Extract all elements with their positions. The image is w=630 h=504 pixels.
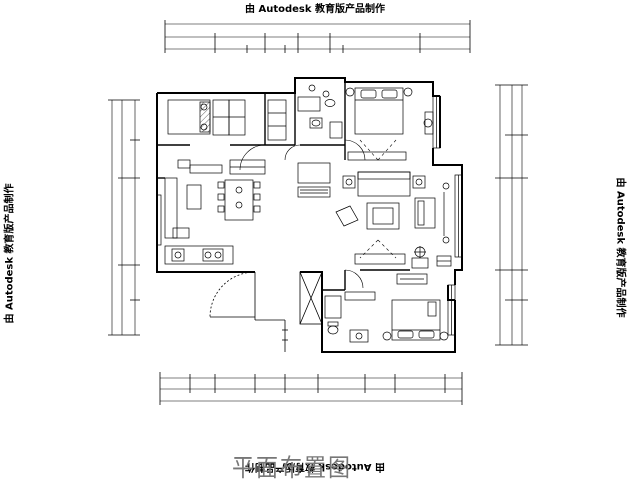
windows [156, 95, 463, 336]
bedroom-bottom-furniture [344, 273, 449, 341]
entrance-area [209, 271, 323, 352]
top-dimension-lines [164, 20, 471, 53]
plan-title: 平面布置图 [232, 455, 353, 483]
balcony-details [436, 182, 452, 267]
tv-view-lines [359, 139, 397, 259]
master-bedroom-furniture [345, 87, 434, 161]
bathroom-top-fixtures [297, 84, 343, 139]
interior-walls [157, 82, 410, 291]
bottom-dimension-lines [159, 372, 463, 405]
right-dimension-lines [495, 84, 528, 346]
door-swings [239, 139, 366, 289]
watermark-top: 由 Autodesk 教育版产品制作 [244, 4, 385, 15]
left-dimension-lines [108, 99, 140, 336]
bedroom-top-left-furniture [167, 99, 287, 141]
dining-set [217, 179, 261, 221]
living-room-furniture [297, 162, 436, 269]
bathroom-bottom-fixtures [324, 295, 369, 343]
kitchen-fixtures [164, 159, 266, 265]
